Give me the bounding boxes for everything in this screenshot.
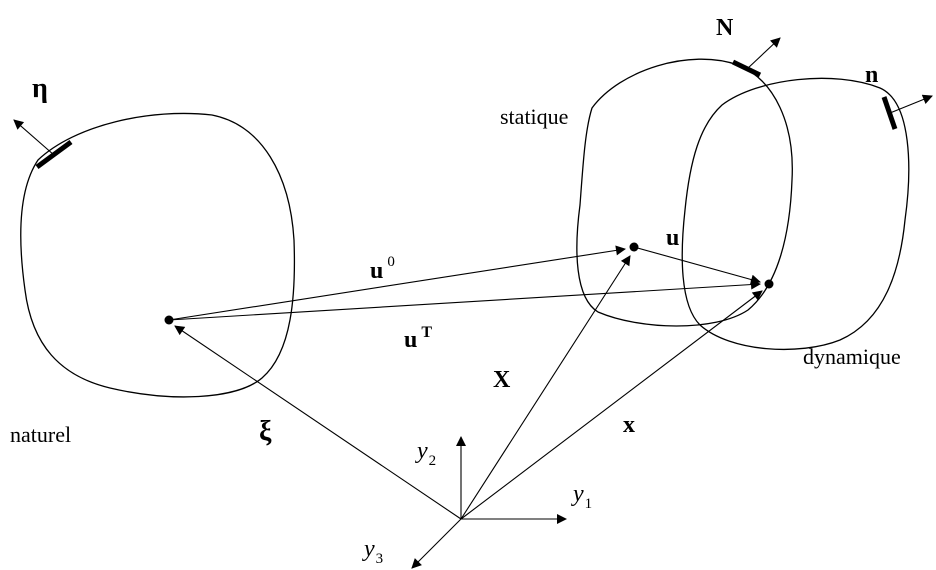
y3-axis [411,518,462,569]
point-dynamique [764,279,774,289]
label-y1: y1 [571,481,592,512]
label-dynamique: dynamique [803,344,901,369]
n-normal-tick [881,96,898,130]
naturel-contour [20,112,296,398]
u0-vector [168,245,626,321]
x-vector [460,290,763,520]
dynamique-contour [681,77,910,351]
label-statique: statique [500,104,568,129]
n-normal-arrow [889,94,933,114]
label-y3: y3 [362,536,383,567]
label-eta: η [32,73,48,104]
label-xi: ξ [259,416,272,447]
xi-vector [174,325,462,520]
label-u: u [666,225,679,251]
N-normal-tick [731,59,762,78]
label-N: N [716,15,734,41]
label-y2: y2 [415,438,436,469]
eta-normal-arrow [13,119,55,156]
uT-vector [168,279,761,321]
N-normal-arrow [746,37,781,70]
label-naturel: naturel [10,422,71,447]
X-vector [460,255,631,520]
label-X: X [493,367,511,393]
label-n: n [865,62,878,88]
u-vector [633,246,761,285]
label-x: x [623,412,635,438]
